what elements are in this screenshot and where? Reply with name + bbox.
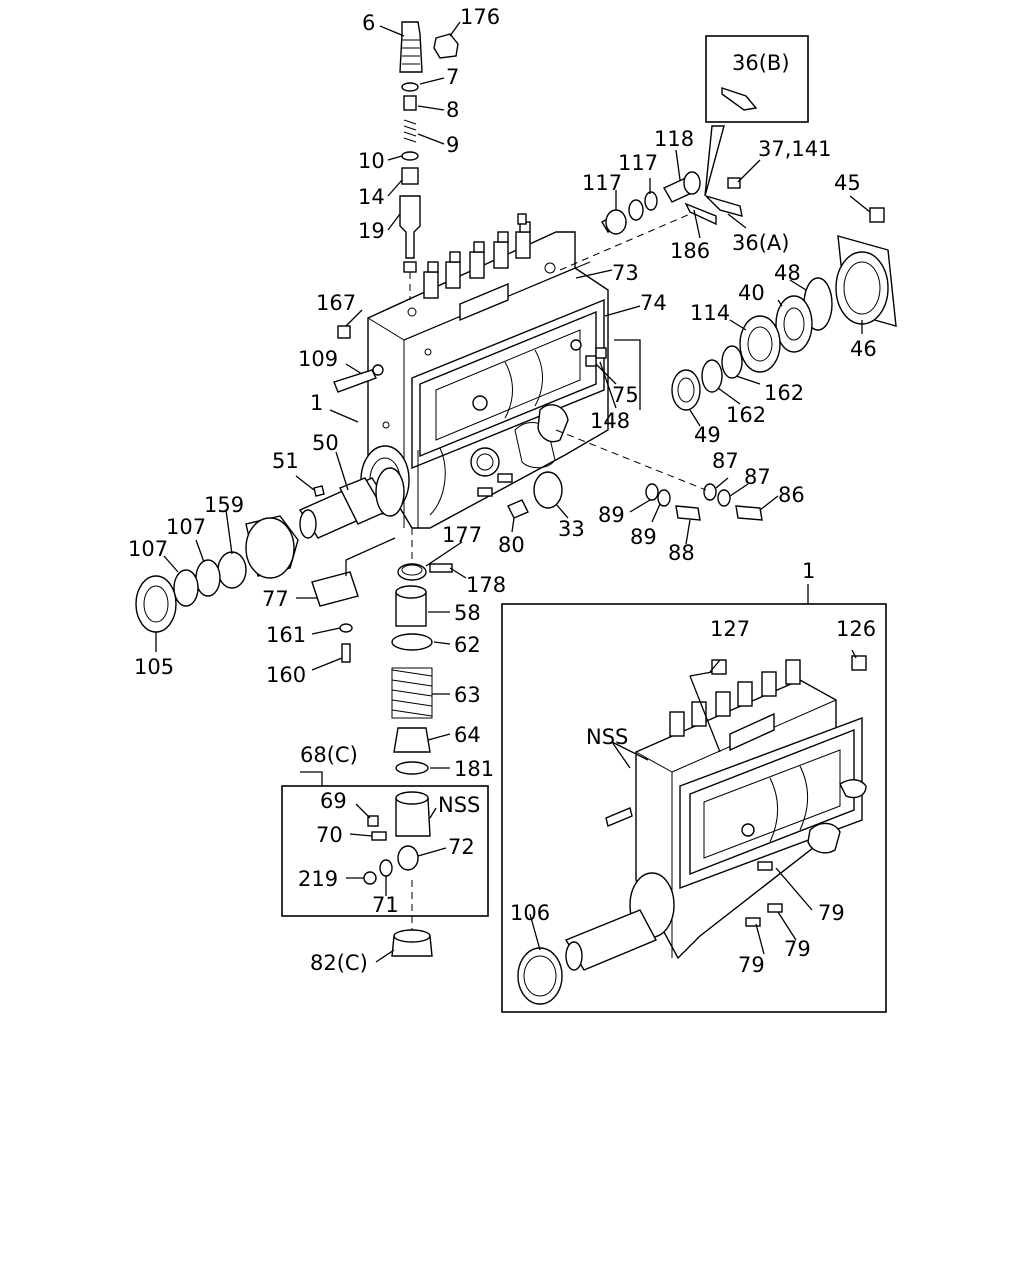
label-nss-2: NSS <box>586 725 628 749</box>
tappet-stack <box>311 537 453 775</box>
label-64: 64 <box>454 723 481 747</box>
label-69: 69 <box>320 789 347 813</box>
label-79a: 79 <box>818 901 845 925</box>
assembly-1-inset-box <box>501 603 887 1013</box>
label-87b: 87 <box>744 465 771 489</box>
label-105: 105 <box>134 655 174 679</box>
label-48: 48 <box>774 261 801 285</box>
pump-housing <box>360 213 609 529</box>
label-89b: 89 <box>630 525 657 549</box>
inset-valve-holders <box>669 659 801 737</box>
label-178: 178 <box>466 573 506 597</box>
label-87a: 87 <box>712 449 739 473</box>
label-176: 176 <box>460 5 500 29</box>
label-114: 114 <box>690 301 730 325</box>
label-159: 159 <box>204 493 244 517</box>
delivery-valve-stack <box>399 21 459 300</box>
label-88: 88 <box>668 541 695 565</box>
label-161: 161 <box>266 623 306 647</box>
label-86: 86 <box>778 483 805 507</box>
camshaft <box>298 467 405 539</box>
label-181: 181 <box>454 757 494 781</box>
label-107a: 107 <box>166 515 206 539</box>
label-45: 45 <box>834 171 861 195</box>
label-162b: 162 <box>726 403 766 427</box>
inset-pump-assembly <box>517 649 867 1005</box>
roller-tappet-parts <box>363 791 431 930</box>
label-72: 72 <box>448 835 475 859</box>
label-127: 127 <box>710 617 750 641</box>
label-186: 186 <box>670 239 710 263</box>
label-7: 7 <box>446 65 459 89</box>
label-75: 75 <box>612 383 639 407</box>
label-82c: 82(C) <box>310 951 368 975</box>
label-167: 167 <box>316 291 356 315</box>
label-10: 10 <box>358 149 385 173</box>
label-1-inset: 1 <box>802 559 815 583</box>
delivery-valve-holders <box>423 213 531 299</box>
label-219: 219 <box>298 867 338 891</box>
label-80: 80 <box>498 533 525 557</box>
label-109: 109 <box>298 347 338 371</box>
label-89a: 89 <box>598 503 625 527</box>
label-74: 74 <box>640 291 667 315</box>
label-nss-1: NSS <box>438 793 480 817</box>
leader-lines <box>155 21 871 963</box>
label-49: 49 <box>694 423 721 447</box>
label-62: 62 <box>454 633 481 657</box>
label-37-141: 37,141 <box>758 137 831 161</box>
governor-side-parts <box>333 35 897 521</box>
label-106: 106 <box>510 901 550 925</box>
label-58: 58 <box>454 601 481 625</box>
label-68c: 68(C) <box>300 743 358 767</box>
label-118: 118 <box>654 127 694 151</box>
label-77: 77 <box>262 587 289 611</box>
label-71: 71 <box>372 893 399 917</box>
sub-assembly-68c-box <box>281 785 489 917</box>
label-70: 70 <box>316 823 343 847</box>
label-46: 46 <box>850 337 877 361</box>
label-8: 8 <box>446 98 459 122</box>
label-117a: 117 <box>618 151 658 175</box>
label-36b: 36(B) <box>732 51 790 75</box>
label-63: 63 <box>454 683 481 707</box>
label-160: 160 <box>266 663 306 687</box>
label-36a: 36(A) <box>732 231 789 255</box>
label-126: 126 <box>836 617 876 641</box>
label-19: 19 <box>358 219 385 243</box>
label-79c: 79 <box>738 953 765 977</box>
callout-labels: 6 176 7 8 9 10 14 19 36(B) 118 117 117 3… <box>128 5 877 977</box>
label-117b: 117 <box>582 171 622 195</box>
label-51: 51 <box>272 449 299 473</box>
label-33: 33 <box>558 517 585 541</box>
label-50: 50 <box>312 431 339 455</box>
label-6: 6 <box>362 11 375 35</box>
plug-82c <box>391 929 433 957</box>
label-79b: 79 <box>784 937 811 961</box>
label-162a: 162 <box>764 381 804 405</box>
label-1: 1 <box>310 391 323 415</box>
label-148: 148 <box>590 409 630 433</box>
label-40: 40 <box>738 281 765 305</box>
label-9: 9 <box>446 133 459 157</box>
label-107b: 107 <box>128 537 168 561</box>
label-177: 177 <box>442 523 482 547</box>
label-73: 73 <box>612 261 639 285</box>
label-14: 14 <box>358 185 385 209</box>
camshaft-bearings-left <box>135 485 325 633</box>
